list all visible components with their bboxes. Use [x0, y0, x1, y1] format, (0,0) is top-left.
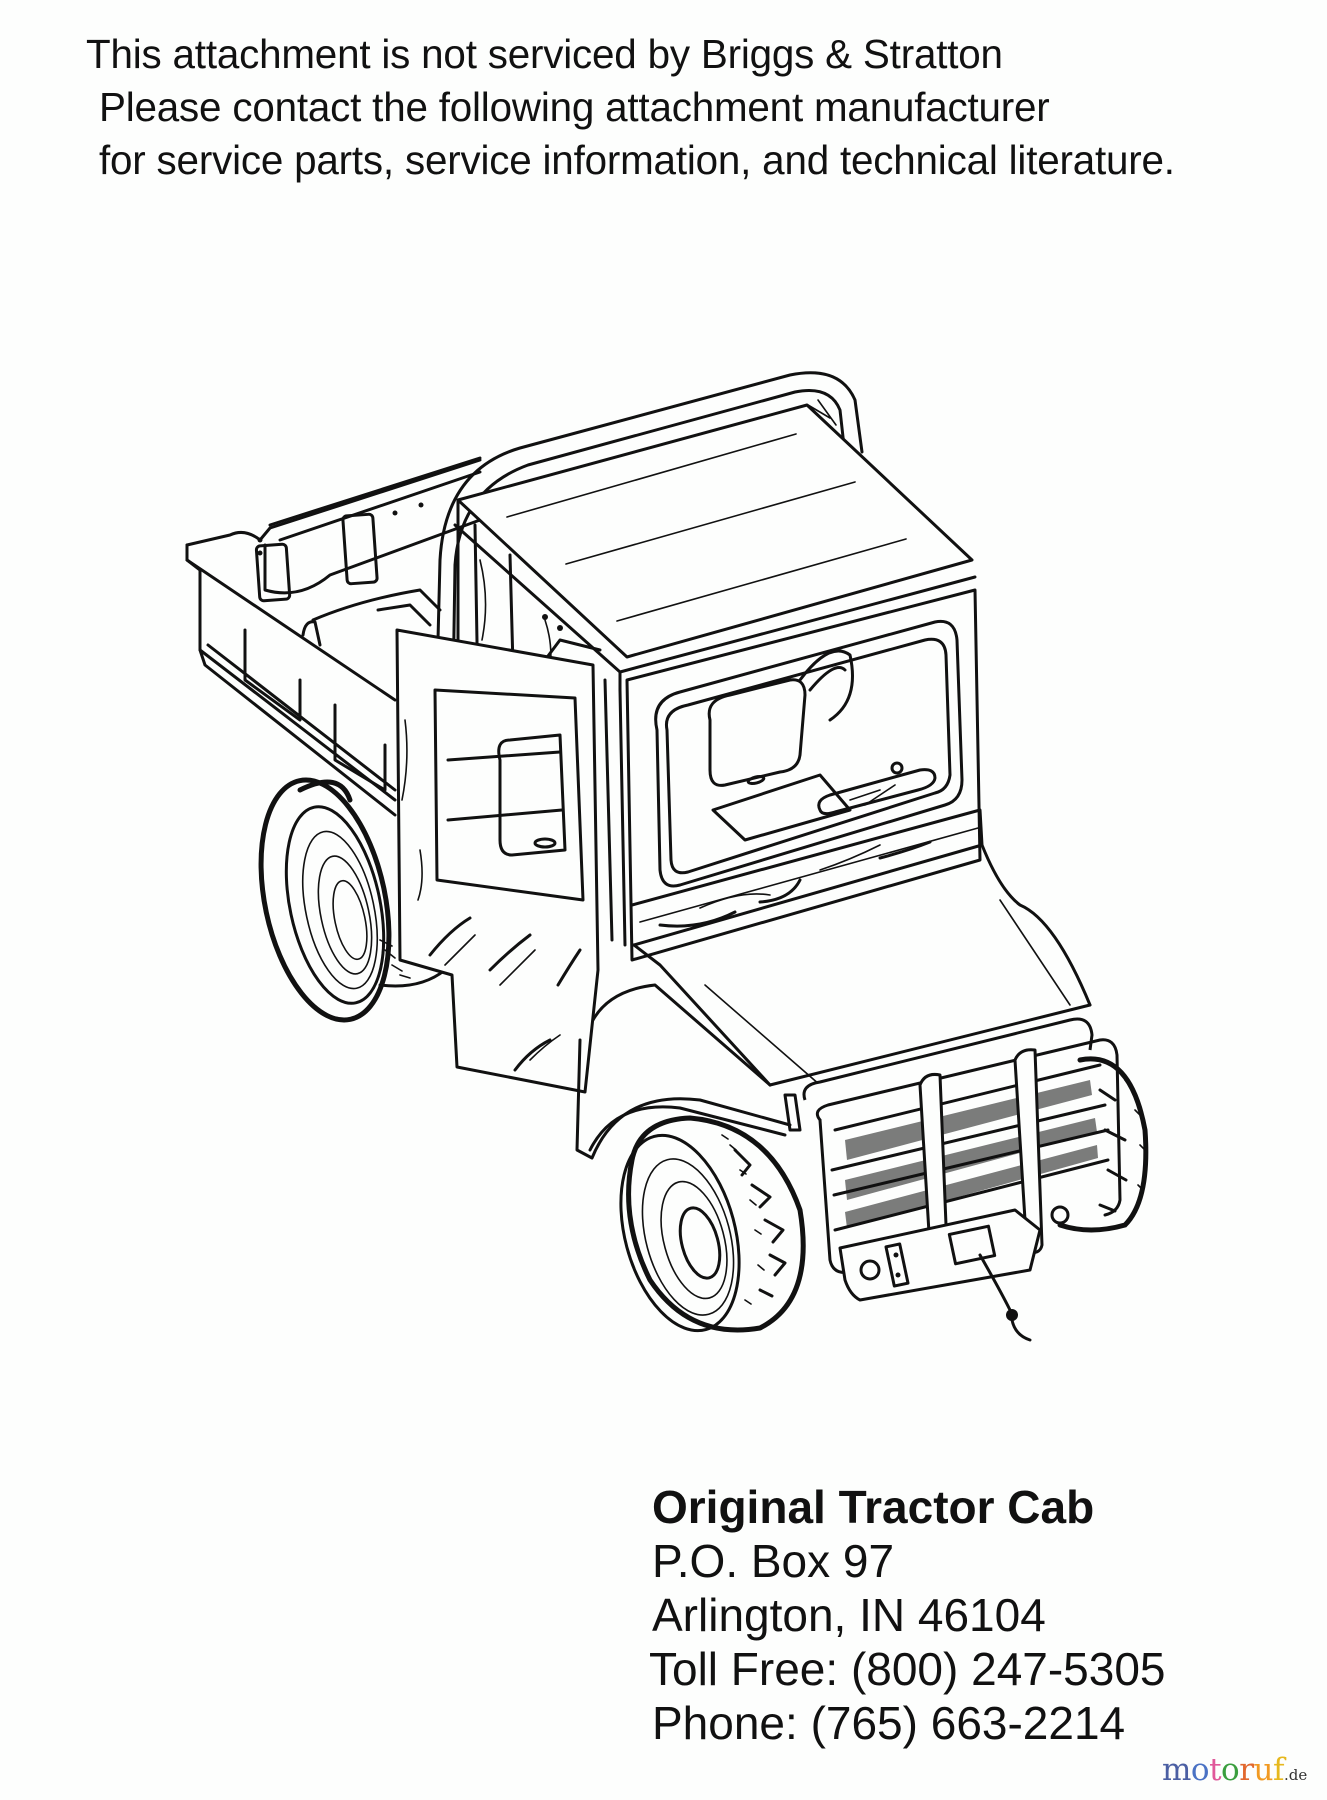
front-right-wheel	[1057, 1056, 1149, 1233]
notice-line-3: for service parts, service information, …	[99, 137, 1175, 183]
toll-free-number: Toll Free: (800) 247-5305	[649, 1643, 1166, 1695]
manufacturer-contact: Original Tractor Cab P.O. Box 97 Arlingt…	[649, 1480, 1166, 1750]
company-name: Original Tractor Cab	[652, 1481, 1095, 1533]
po-box: P.O. Box 97	[652, 1535, 895, 1587]
front-fender	[575, 983, 802, 1160]
watermark-letter: f	[1273, 1752, 1284, 1788]
open-door	[395, 628, 600, 1094]
notice-line-1: This attachment is not serviced by Brigg…	[86, 31, 1003, 77]
watermark-letter: o	[1190, 1752, 1210, 1788]
hood	[632, 843, 1092, 1087]
phone-number: Phone: (765) 663-2214	[652, 1697, 1126, 1749]
roll-bar	[433, 371, 864, 762]
city-state-zip: Arlington, IN 46104	[652, 1589, 1046, 1641]
watermark-tld: .de	[1284, 1766, 1308, 1784]
front-left-wheel	[619, 1115, 806, 1333]
grille-guard	[802, 1017, 1122, 1342]
windshield-frame	[625, 588, 984, 962]
watermark-letter: t	[1209, 1752, 1222, 1788]
cab-roof	[453, 403, 977, 692]
cargo-bed	[185, 456, 482, 817]
watermark-letter: u	[1253, 1752, 1274, 1788]
notice-line-2: Please contact the following attachment …	[99, 84, 1050, 130]
rear-left-wheel	[258, 777, 447, 1023]
watermark-letter: r	[1239, 1752, 1254, 1788]
watermark-letter: o	[1221, 1752, 1240, 1788]
motoruf-watermark: motoruf.de	[1162, 1752, 1307, 1793]
watermark-letter: m	[1162, 1752, 1191, 1788]
